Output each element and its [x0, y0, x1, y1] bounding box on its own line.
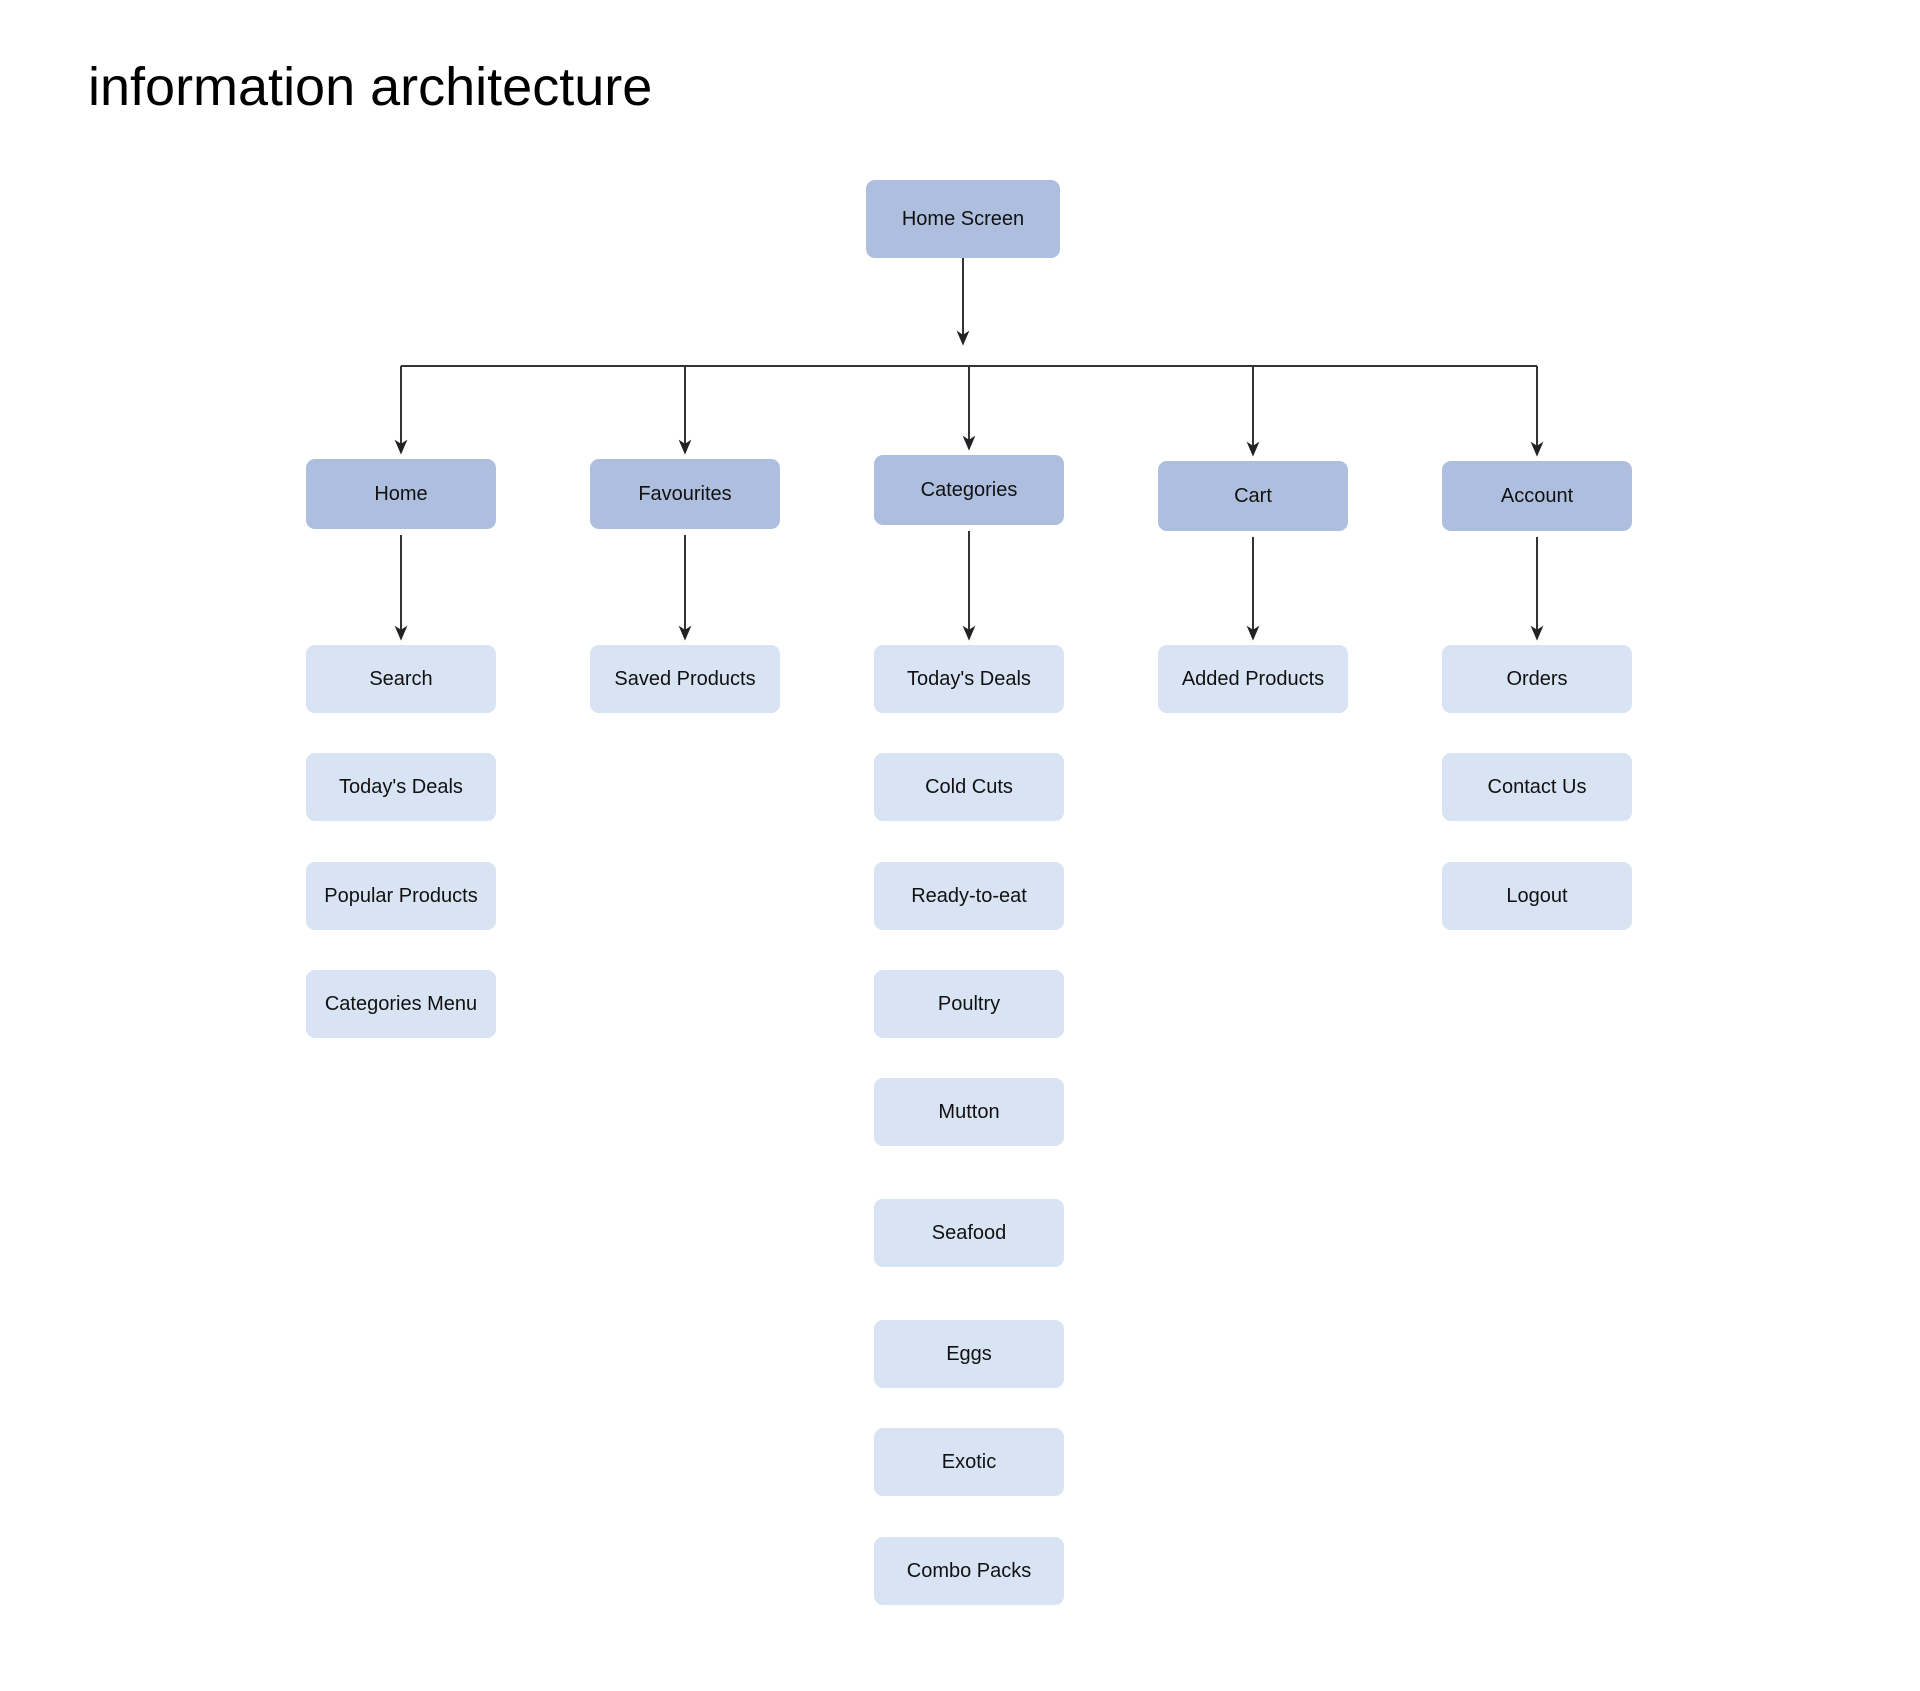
node-label: Saved Products: [614, 667, 756, 690]
node-home-screen[interactable]: Home Screen: [866, 180, 1060, 258]
node-cold-cuts[interactable]: Cold Cuts: [874, 753, 1064, 821]
node-categories-menu[interactable]: Categories Menu: [306, 970, 496, 1038]
node-poultry[interactable]: Poultry: [874, 970, 1064, 1038]
node-label: Search: [369, 667, 433, 690]
node-label: Popular Products: [324, 884, 478, 907]
node-label: Orders: [1506, 667, 1568, 690]
node-label: Eggs: [946, 1342, 992, 1365]
node-label: Exotic: [941, 1450, 997, 1473]
node-contact-us[interactable]: Contact Us: [1442, 753, 1632, 821]
node-label: Combo Packs: [906, 1559, 1032, 1582]
node-label: Mutton: [938, 1100, 1000, 1123]
node-popular-products[interactable]: Popular Products: [306, 862, 496, 930]
connector-group: [394, 258, 1544, 641]
node-saved-products[interactable]: Saved Products: [590, 645, 780, 713]
node-logout[interactable]: Logout: [1442, 862, 1632, 930]
node-cart[interactable]: Cart: [1158, 461, 1348, 531]
node-label: Contact Us: [1487, 775, 1587, 798]
node-home[interactable]: Home: [306, 459, 496, 529]
node-orders[interactable]: Orders: [1442, 645, 1632, 713]
node-added-products[interactable]: Added Products: [1158, 645, 1348, 713]
node-label: Home: [374, 482, 428, 505]
node-today-s-deals[interactable]: Today's Deals: [874, 645, 1064, 713]
node-label: Cart: [1234, 484, 1272, 507]
node-label: Categories Menu: [324, 992, 478, 1015]
page-title: information architecture: [88, 57, 653, 117]
node-exotic[interactable]: Exotic: [874, 1428, 1064, 1496]
node-label: Home Screen: [901, 207, 1025, 230]
node-label: Poultry: [937, 992, 1001, 1015]
node-label: Ready-to-eat: [911, 884, 1027, 907]
node-today-s-deals[interactable]: Today's Deals: [306, 753, 496, 821]
node-combo-packs[interactable]: Combo Packs: [874, 1537, 1064, 1605]
node-label: Today's Deals: [907, 667, 1031, 690]
node-label: Today's Deals: [339, 775, 463, 798]
node-eggs[interactable]: Eggs: [874, 1320, 1064, 1388]
node-label: Favourites: [638, 482, 732, 505]
node-label: Categories: [920, 478, 1018, 501]
node-mutton[interactable]: Mutton: [874, 1078, 1064, 1146]
node-label: Cold Cuts: [925, 775, 1013, 798]
node-search[interactable]: Search: [306, 645, 496, 713]
node-label: Seafood: [931, 1221, 1007, 1244]
node-seafood[interactable]: Seafood: [874, 1199, 1064, 1267]
node-favourites[interactable]: Favourites: [590, 459, 780, 529]
node-categories[interactable]: Categories: [874, 455, 1064, 525]
node-label: Logout: [1506, 884, 1568, 907]
node-label: Added Products: [1181, 667, 1325, 690]
node-ready-to-eat[interactable]: Ready-to-eat: [874, 862, 1064, 930]
node-account[interactable]: Account: [1442, 461, 1632, 531]
node-label: Account: [1500, 484, 1574, 507]
